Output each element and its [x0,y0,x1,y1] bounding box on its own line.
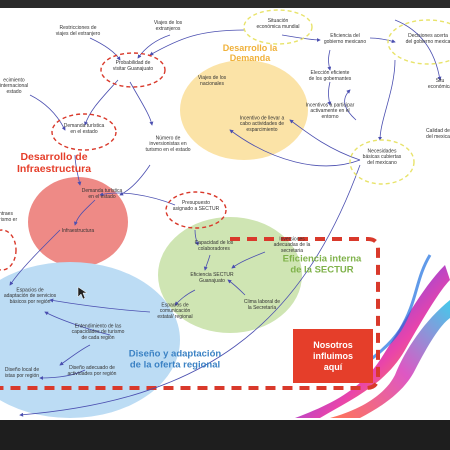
mouse-cursor [77,286,88,300]
infraestructura-blob [28,177,128,267]
demanda-blob [180,60,308,160]
dashed-region [0,237,380,390]
eficiencia-blob [158,217,302,333]
bottom-bar [0,420,450,450]
top-bar [0,0,450,8]
callout-box: Nosotros influimos aquí [293,329,373,383]
callout-text: Nosotros influimos aquí [313,339,353,372]
diseno-blob [0,262,180,418]
causal-arrows [9,19,442,417]
highlight-ellipses [0,9,450,271]
node-infraestructura-left: ntraesturismo er [0,211,17,223]
node-infraestructura: Infraestructura [62,228,94,234]
